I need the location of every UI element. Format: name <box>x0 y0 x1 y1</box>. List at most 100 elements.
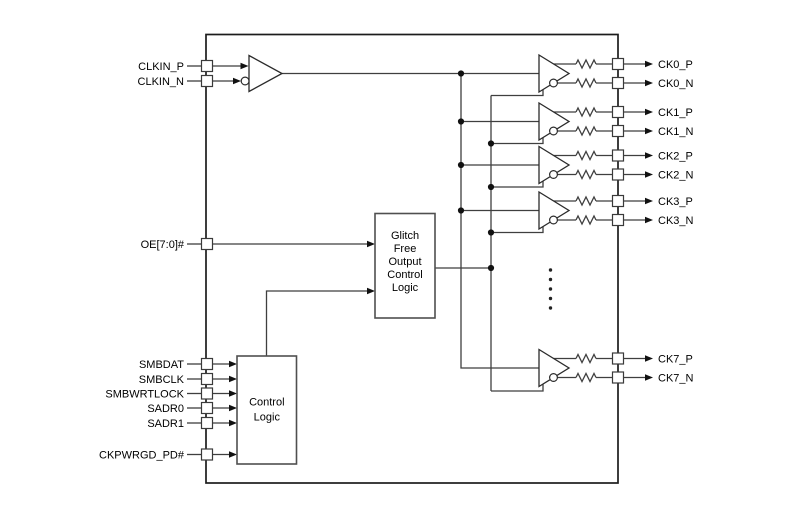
pad-ck7-p <box>611 352 625 365</box>
control-output-arrowhead <box>367 287 375 295</box>
junction-dot-enable-ck1 <box>487 140 495 147</box>
enable-branch-ck3 <box>491 226 544 234</box>
pin-label-clkin-p: CLKIN_P <box>138 61 184 73</box>
resistor-ck3-n <box>575 214 597 226</box>
enable-branch-ck1 <box>491 137 544 145</box>
pad-smbclk <box>200 372 214 386</box>
input-buffer-triangle <box>248 54 284 93</box>
pin-label-sadr0: SADR0 <box>147 403 184 415</box>
pin-label-clkin-n: CLKIN_N <box>138 76 185 88</box>
ck2-n-inversion-bubble <box>548 170 558 180</box>
junction-dot-enable-ck2 <box>487 183 495 191</box>
ellipsis-dot-2 <box>548 277 553 282</box>
sadr1-arrowhead <box>229 419 237 427</box>
junction-dot-clock-ck3 <box>457 207 465 214</box>
pad-ck1-p <box>611 105 625 119</box>
ck3-n-inversion-bubble <box>548 215 558 225</box>
ck3-p-arrowhead <box>645 197 653 205</box>
pad-smbdat <box>200 357 214 371</box>
input-pin-sadr1: SADR1 <box>147 416 237 430</box>
pin-label-ck2-p: CK2_P <box>658 151 693 163</box>
ck0-n-inversion-bubble <box>548 78 558 88</box>
input-pin-sadr0: SADR0 <box>147 401 237 415</box>
ellipsis-dot-3 <box>548 287 553 291</box>
pin-label-oe: OE[7:0]# <box>141 239 185 251</box>
control-logic-label-line2: Logic <box>254 412 281 424</box>
pin-label-ck3-p: CK3_P <box>658 196 693 208</box>
control-to-glitch-wire <box>265 287 375 356</box>
junction-dot-clock-ck1 <box>457 118 465 125</box>
ellipsis-dot-1 <box>548 268 553 272</box>
pin-label-sadr1: SADR1 <box>147 418 184 430</box>
resistor-ck3-p <box>575 195 597 207</box>
control-output-wire <box>265 290 368 356</box>
enable-bus <box>435 89 544 392</box>
pin-label-ck1-p: CK1_P <box>658 107 693 119</box>
resistor-ck7-n <box>575 372 597 383</box>
glitch-free-box <box>374 212 436 319</box>
pad-clkin-p <box>200 59 214 73</box>
input-pin-oe: OE[7:0]# <box>141 237 375 251</box>
vertical-ellipsis <box>548 268 553 310</box>
pad-ck7-n <box>611 371 625 384</box>
ck2-n-arrowhead <box>645 171 653 178</box>
pin-label-ck7-n: CK7_N <box>658 373 694 385</box>
glitch-free-label-line5: Logic <box>392 282 419 294</box>
ck7-n-arrowhead <box>645 374 653 381</box>
ck7-n-inversion-bubble <box>548 373 558 383</box>
output-channel-ck0: CK0_P CK0_N <box>538 53 694 94</box>
resistor-ck0-n <box>575 77 597 89</box>
resistor-ck2-p <box>575 150 597 161</box>
glitch-free-block: Glitch Free Output Control Logic <box>374 212 436 319</box>
junction-dot-enable-ck3 <box>487 229 495 236</box>
pad-ckpwrgd-pd <box>200 448 214 461</box>
output-channel-ck7: CK7_P CK7_N <box>538 348 694 388</box>
junction-dot-enable-feed <box>487 264 495 272</box>
input-pin-clkin-n: CLKIN_N <box>138 74 241 88</box>
pad-smbwrtlock <box>200 387 214 400</box>
pin-label-smbdat: SMBDAT <box>139 359 184 371</box>
resistor-ck7-p <box>575 353 597 364</box>
pad-clkin-n <box>200 74 214 88</box>
control-logic-block: Control Logic <box>236 355 298 465</box>
resistor-ck0-p <box>575 58 597 70</box>
pad-ck3-n <box>611 213 625 227</box>
sadr0-arrowhead <box>229 404 237 412</box>
enable-branch-ck2 <box>491 180 544 188</box>
input-pin-smbdat: SMBDAT <box>139 357 237 371</box>
pad-ck2-n <box>611 168 625 181</box>
pin-label-ck2-n: CK2_N <box>658 170 694 182</box>
glitch-free-label-line4: Control <box>387 269 422 281</box>
pin-label-ck7-p: CK7_P <box>658 354 693 366</box>
ck1-n-inversion-bubble <box>548 126 558 136</box>
ck1-n-arrowhead <box>645 127 653 135</box>
ck0-p-arrowhead <box>645 60 653 68</box>
clock-bus <box>282 70 539 369</box>
output-channel-ck3: CK3_P CK3_N <box>538 190 694 231</box>
ellipsis-dot-5 <box>548 306 553 310</box>
pin-label-ck0-n: CK0_N <box>658 78 694 90</box>
ck1-p-arrowhead <box>645 108 653 116</box>
pin-label-ck1-n: CK1_N <box>658 126 694 138</box>
pin-label-ckpwrgd-pd: CKPWRGD_PD# <box>99 450 185 462</box>
pad-sadr0 <box>200 401 214 415</box>
smbdat-arrowhead <box>229 360 237 368</box>
glitch-free-label-line2: Free <box>394 243 417 255</box>
pin-label-ck3-n: CK3_N <box>658 215 694 227</box>
enable-branch-ck0 <box>491 89 544 97</box>
input-buffer <box>240 54 284 93</box>
pin-label-ck0-p: CK0_P <box>658 59 693 71</box>
clkin-p-arrowhead <box>240 62 249 70</box>
oe-arrowhead <box>367 240 375 248</box>
clkin-n-arrowhead <box>233 77 241 85</box>
pad-ck2-p <box>611 149 625 162</box>
output-channel-ck2: CK2_P CK2_N <box>538 145 694 185</box>
clock-bus-vertical <box>460 73 539 369</box>
pin-label-smbclk: SMBCLK <box>139 374 185 386</box>
smbclk-arrowhead <box>229 375 237 383</box>
ck0-n-arrowhead <box>645 79 653 87</box>
junction-dot-clock-ck2 <box>457 161 465 169</box>
ck2-p-arrowhead <box>645 152 653 159</box>
